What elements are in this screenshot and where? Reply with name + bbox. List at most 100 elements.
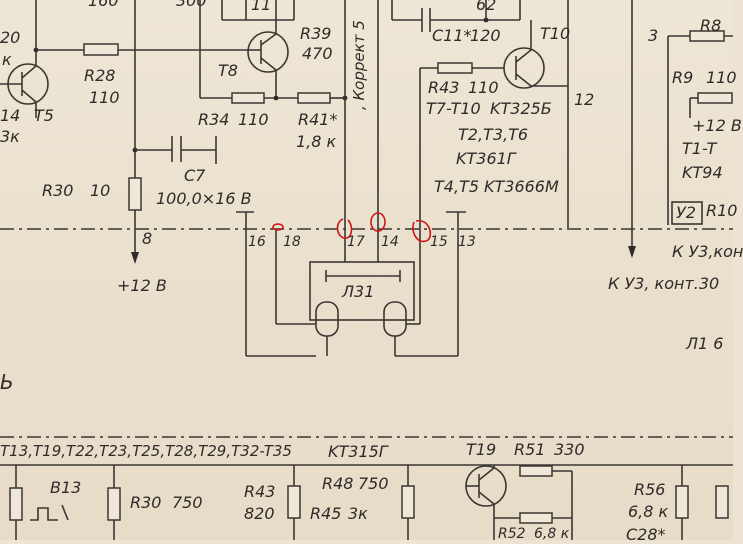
label-t5: T5 <box>34 106 54 125</box>
label-r51-value: 330 <box>554 440 585 459</box>
resistor-r34 <box>231 92 265 104</box>
label-kt3666: KT3666М <box>484 177 559 196</box>
label-pin-13: 13 <box>458 234 476 250</box>
resistor-r28 <box>83 43 119 56</box>
resistor-r30 <box>128 177 142 211</box>
resistor-r43 <box>437 62 473 74</box>
label-r51: R51 <box>514 440 546 459</box>
label-c28: C28* <box>626 525 666 544</box>
label-l31: Л31 <box>342 282 375 301</box>
label-section-b: Ь <box>0 370 14 394</box>
label-plus-12v-left: +12 В <box>117 276 167 295</box>
resistor-r52 <box>519 512 553 524</box>
transistor-t19 <box>465 465 507 507</box>
label-b13: B13 <box>50 478 82 497</box>
label-pin-17: 17 <box>347 234 365 250</box>
label-r45: R45 <box>310 504 342 523</box>
label-r10: R10 <box>706 201 738 220</box>
label-r34: R34 <box>198 110 230 129</box>
label-r48: R48 <box>322 474 354 493</box>
label-c7-value: 100,0×16 В <box>156 189 252 208</box>
label-r56-value: 6,8 к <box>628 502 669 521</box>
label-r39: R39 <box>300 24 332 43</box>
label-transistor-list: T13,T19,T22,T23,T25,T28,T29,T32-T35 <box>0 442 292 460</box>
label-r48-value: 750 <box>358 474 389 493</box>
label-20: 20 <box>0 28 21 47</box>
label-r34-value: 110 <box>238 110 269 129</box>
label-pin-18: 18 <box>283 234 301 250</box>
label-r9: R9 <box>672 68 694 87</box>
switch-b13 <box>30 507 58 521</box>
label-l1-6: Л1 6 <box>686 334 724 353</box>
transistor-t10 <box>503 47 545 89</box>
label-pin-14: 14 <box>381 234 399 250</box>
label-k-u3-kon: К У3,кон <box>672 242 743 261</box>
label-r43-lower-value: 820 <box>244 504 275 523</box>
label-t5-3k: 3к <box>0 127 20 146</box>
label-62: 62 <box>476 0 497 14</box>
label-r9-value: 110 <box>706 68 737 87</box>
label-t2-t3-t6: T2,T3,T6 <box>458 125 529 144</box>
label-160: 160 <box>88 0 119 10</box>
red-mark-pin-15 <box>412 219 432 243</box>
label-pin-16: 16 <box>248 234 266 250</box>
label-r43: R43 <box>428 78 460 97</box>
label-t19: T19 <box>466 440 497 459</box>
label-plus-12v-right: +12 В <box>692 116 742 135</box>
red-mark-pin-17 <box>336 218 353 239</box>
label-kt361: KT361Г <box>456 149 516 168</box>
label-node-3: 3 <box>648 26 659 45</box>
label-t1-t: T1-T <box>682 139 717 158</box>
label-r28: R28 <box>84 66 116 85</box>
resistor-r8 <box>689 30 725 42</box>
resistor-r48 <box>401 485 415 519</box>
label-r30-lower: R30 <box>130 493 162 512</box>
resistor-right-bottom <box>715 485 729 519</box>
red-mark-pin-18 <box>272 223 284 231</box>
label-kt325: KT325Б <box>490 99 552 118</box>
label-r41: R41* <box>298 110 338 129</box>
label-pin-8: 8 <box>142 229 153 248</box>
label-r30: R30 <box>42 181 74 200</box>
transistor-t8 <box>247 31 289 73</box>
red-mark-pin-14 <box>370 212 386 232</box>
label-r45-value: 3к <box>348 504 368 523</box>
circuit-wiring <box>0 0 733 540</box>
label-kt94: KT94 <box>682 163 723 182</box>
label-c11: C11* <box>432 26 472 45</box>
label-t5-14: 14 <box>0 106 21 125</box>
block-u2 <box>671 201 703 225</box>
label-300: 300 <box>176 0 207 10</box>
label-r52-value: 6,8 к <box>534 526 570 542</box>
label-t4-t5: T4,T5 <box>434 177 479 196</box>
resistor-r9 <box>697 92 733 104</box>
label-r43-value: 110 <box>468 78 499 97</box>
resistor-r56 <box>675 485 689 519</box>
label-11: 11 <box>251 0 272 14</box>
transistor-t5 <box>0 63 49 105</box>
label-r43-lower: R43 <box>244 482 276 501</box>
label-r30-lower-value: 750 <box>172 493 203 512</box>
label-r39-value: 470 <box>302 44 333 63</box>
label-k-u3-kont30: К У3, конт.30 <box>608 274 720 293</box>
label-pin-15: 15 <box>430 234 448 250</box>
resistor-left-bottom <box>9 487 23 521</box>
label-c7: C7 <box>184 166 206 185</box>
label-kt315: KT315Г <box>328 442 388 461</box>
resistor-r41 <box>297 92 331 104</box>
resistor-r51 <box>519 465 553 477</box>
label-t8: T8 <box>218 61 238 80</box>
resistor-r43-lower <box>287 485 301 519</box>
label-node-12: 12 <box>574 90 595 109</box>
label-r56: R56 <box>634 480 666 499</box>
label-c11-value: 120 <box>470 26 501 45</box>
label-r8: R8 <box>700 16 722 35</box>
label-korrekt: , Коррект 5 <box>350 20 368 110</box>
label-r30-value: 10 <box>90 181 111 200</box>
resistor-r30-lower <box>107 487 121 521</box>
label-k: к <box>2 50 12 69</box>
label-r41-value: 1,8 к <box>296 132 337 151</box>
label-r28-value: 110 <box>89 88 120 107</box>
label-u2: У2 <box>676 203 696 222</box>
